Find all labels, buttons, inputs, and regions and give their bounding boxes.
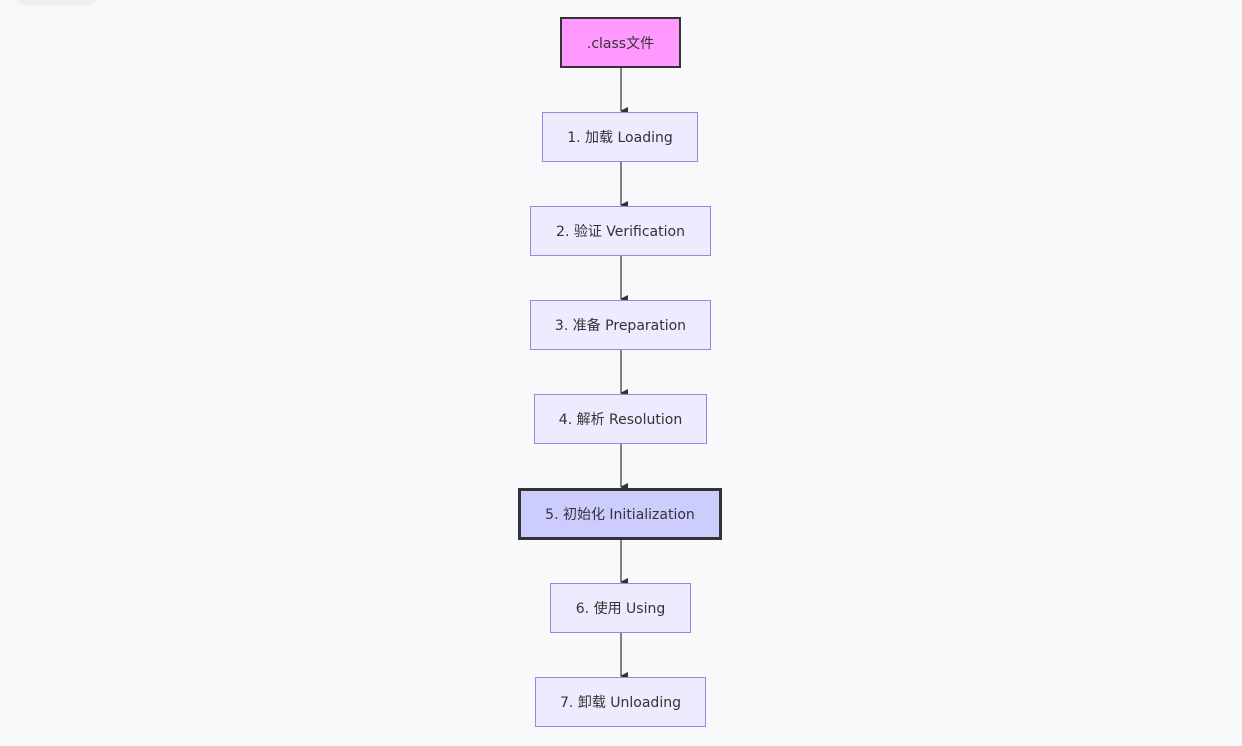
node-initialization-label: 5. 初始化 Initialization (545, 507, 695, 523)
node-unloading: 7. 卸载 Unloading (535, 677, 706, 727)
node-verification: 2. 验证 Verification (530, 206, 711, 256)
node-verification-label: 2. 验证 Verification (556, 224, 685, 240)
node-preparation-label: 3. 准备 Preparation (554, 318, 687, 334)
node-loading-label: 1. 加载 Loading (567, 130, 673, 146)
node-resolution: 4. 解析 Resolution (534, 394, 707, 444)
node-resolution-label: 4. 解析 Resolution (558, 412, 683, 428)
node-class-file: .class文件 (560, 17, 681, 68)
window-edge-shadow (18, 0, 96, 5)
node-unloading-label: 7. 卸载 Unloading (560, 695, 681, 711)
node-class-file-label: .class文件 (586, 35, 655, 52)
node-using-label: 6. 使用 Using (575, 601, 666, 617)
node-preparation: 3. 准备 Preparation (530, 300, 711, 350)
node-loading: 1. 加载 Loading (542, 112, 698, 162)
node-initialization: 5. 初始化 Initialization (518, 488, 722, 540)
node-using: 6. 使用 Using (550, 583, 691, 633)
